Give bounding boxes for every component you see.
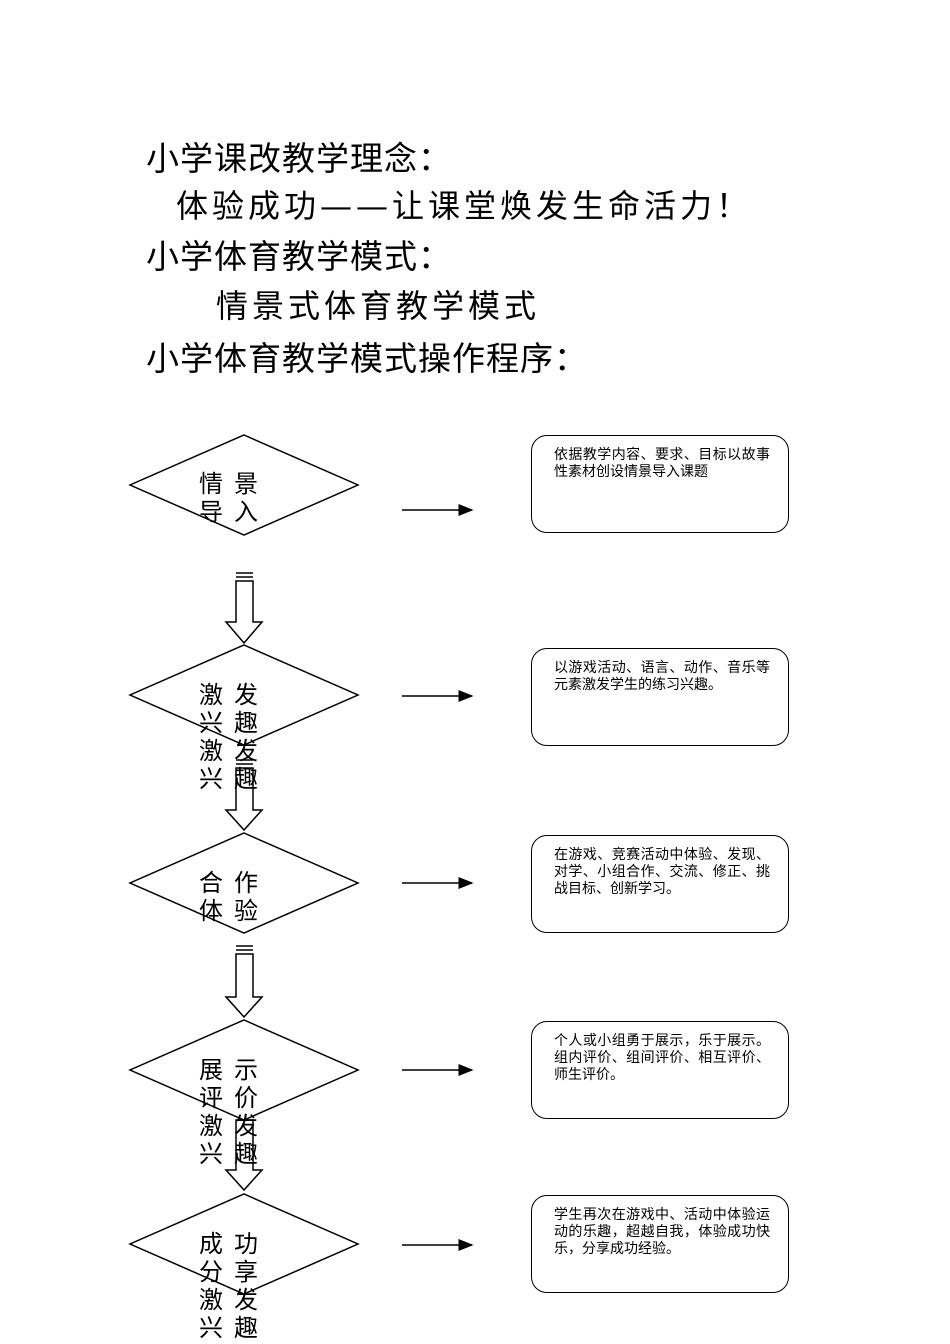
step-5-description-box: 学生再次在游戏中、活动中体验运动的乐趣，超越自我，体验成功快乐，分享成功经验。 bbox=[531, 1195, 789, 1293]
step-4-description-box: 个人或小组勇于展示，乐于展示。组内评价、组间评价、相互评价、师生评价。 bbox=[531, 1021, 789, 1119]
step-5-description: 学生再次在游戏中、活动中体验运动的乐趣，超越自我，体验成功快乐，分享成功经验。 bbox=[554, 1207, 770, 1257]
step-1-label: 情景导入 bbox=[199, 470, 269, 526]
concept-title: 小学课改教学理念： bbox=[146, 139, 452, 178]
step-4-label: 展示评价激发兴趣 bbox=[199, 1056, 269, 1168]
step-1-description-box: 依据教学内容、要求、目标以故事性素材创设情景导入课题 bbox=[531, 435, 789, 533]
down-arrow-icon bbox=[224, 759, 264, 832]
step-3-description: 在游戏、竞赛活动中体验、发现、对学、小组合作、交流、修正、挑战目标、创新学习。 bbox=[554, 847, 770, 897]
step-4-description: 个人或小组勇于展示，乐于展示。组内评价、组间评价、相互评价、师生评价。 bbox=[554, 1033, 770, 1083]
concept-text: 体验成功——让课堂焕发生命活力！ bbox=[176, 187, 753, 225]
down-arrow-icon bbox=[224, 1119, 264, 1192]
procedure-title: 小学体育教学模式操作程序： bbox=[146, 339, 588, 378]
down-arrow-icon bbox=[224, 945, 264, 1019]
mode-title: 小学体育教学模式： bbox=[146, 237, 452, 276]
step-1-diamond bbox=[128, 434, 360, 536]
mode-text: 情景式体育教学模式 bbox=[216, 287, 541, 325]
step-3-diamond bbox=[128, 832, 360, 934]
step-1-description: 依据教学内容、要求、目标以故事性素材创设情景导入课题 bbox=[554, 447, 770, 480]
step-2-label: 激发兴趣激发兴趣 bbox=[199, 681, 269, 793]
step-2-description: 以游戏活动、语言、动作、音乐等元素激发学生的练习兴趣。 bbox=[554, 660, 770, 693]
step-5-diamond bbox=[128, 1193, 360, 1295]
step-2-diamond bbox=[128, 644, 360, 746]
step-3-label: 合作体验 bbox=[199, 869, 269, 925]
step-2-description-box: 以游戏活动、语言、动作、音乐等元素激发学生的练习兴趣。 bbox=[531, 648, 789, 746]
step-5-label: 成功分享激发兴趣 bbox=[199, 1230, 269, 1342]
step-3-description-box: 在游戏、竞赛活动中体验、发现、对学、小组合作、交流、修正、挑战目标、创新学习。 bbox=[531, 835, 789, 933]
down-arrow-icon bbox=[224, 572, 264, 645]
